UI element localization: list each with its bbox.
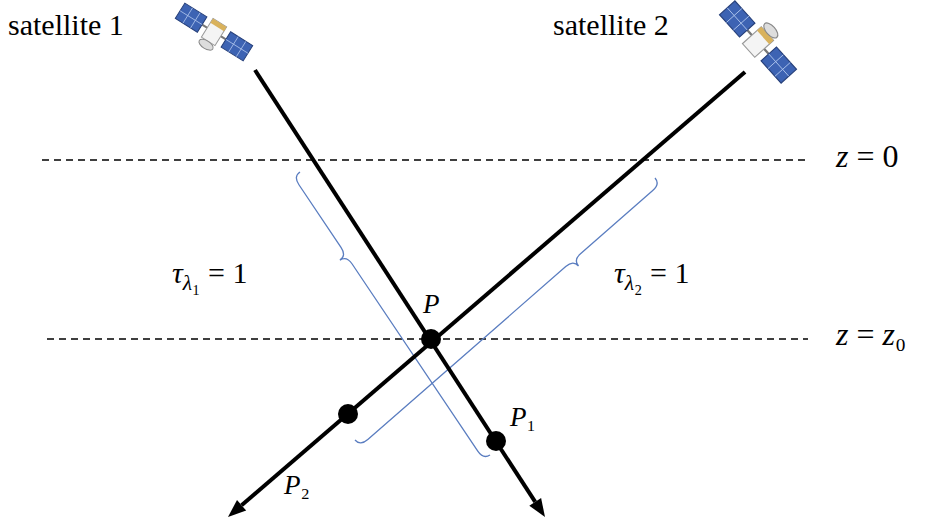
text-part: = 1 bbox=[642, 256, 689, 289]
text-part: P bbox=[284, 470, 301, 500]
text-part: λ bbox=[183, 271, 192, 295]
sight-line bbox=[242, 72, 745, 505]
level-label: z = z₀ bbox=[836, 316, 906, 353]
text-part: ₁ bbox=[527, 402, 536, 432]
text-part: P bbox=[423, 289, 440, 319]
point-label: P₁ bbox=[510, 402, 536, 433]
satellite-icon bbox=[718, 0, 805, 85]
brace bbox=[355, 178, 657, 443]
point-label: P₂ bbox=[284, 470, 310, 501]
text-part: τ bbox=[614, 256, 625, 289]
point-dot bbox=[421, 329, 441, 349]
text-part: z bbox=[836, 138, 848, 174]
point-dot bbox=[338, 404, 358, 424]
arrowhead bbox=[529, 498, 545, 517]
text-part: P bbox=[510, 402, 527, 432]
text-part: satellite 2 bbox=[553, 8, 669, 41]
point-label: P bbox=[423, 289, 440, 320]
optical-depth-label: τλ₁ = 1 bbox=[172, 256, 247, 291]
level-line bbox=[42, 159, 808, 161]
text-part: λ bbox=[625, 271, 634, 295]
text-part: τ bbox=[172, 256, 183, 289]
text-part: satellite 1 bbox=[8, 8, 124, 41]
point-dot bbox=[486, 431, 506, 451]
text-part: = 0 bbox=[848, 138, 898, 174]
text-part: z bbox=[883, 316, 895, 352]
text-part: ₂ bbox=[301, 470, 310, 500]
satellite-label: satellite 2 bbox=[553, 8, 669, 43]
text-part: = bbox=[848, 316, 882, 352]
text-part: ₂ bbox=[634, 269, 642, 295]
level-label: z = 0 bbox=[836, 138, 899, 175]
text-part: ₁ bbox=[192, 269, 200, 295]
sight-line bbox=[255, 70, 535, 502]
arrowhead bbox=[228, 500, 246, 517]
text-part: z bbox=[836, 316, 848, 352]
text-part: ₀ bbox=[895, 316, 906, 352]
satellite-icon bbox=[170, 1, 254, 69]
satellite-label: satellite 1 bbox=[8, 8, 124, 43]
optical-depth-label: τλ₂ = 1 bbox=[614, 256, 689, 291]
text-part: = 1 bbox=[200, 256, 247, 289]
